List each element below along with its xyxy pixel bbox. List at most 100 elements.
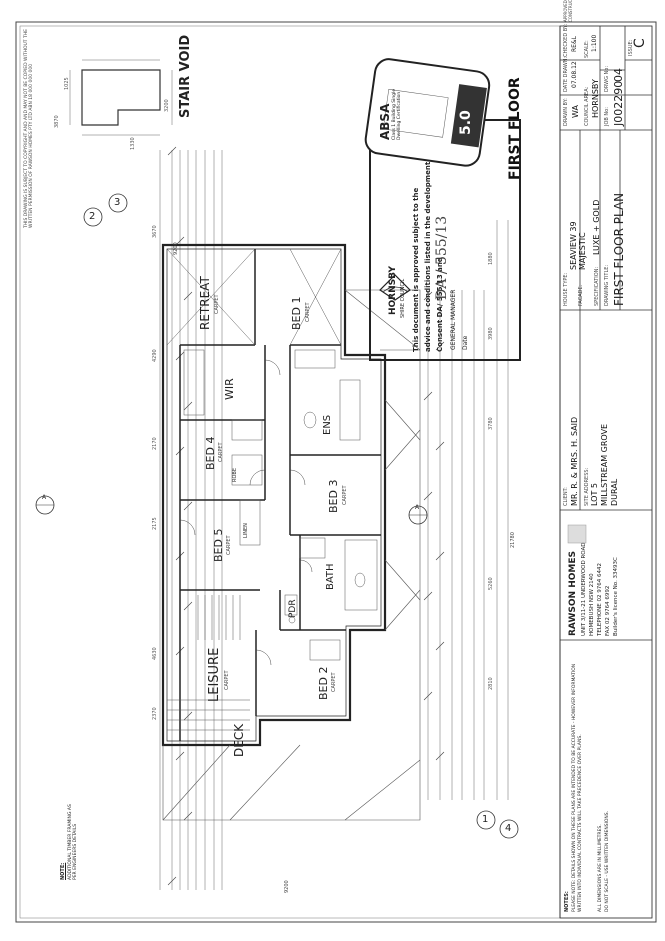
council-name: HORNSBY <box>388 265 398 315</box>
note-left-heading: NOTE: <box>60 862 66 880</box>
stamp-planner: GENERAL MANAGER <box>450 289 457 350</box>
room-robe: ROBE <box>232 468 238 482</box>
room-ens: ENS <box>322 414 333 435</box>
client-value: MR. R. & MRS. H. SAID <box>570 416 579 506</box>
room-linen: LINEN <box>243 523 249 538</box>
dimension-lines <box>159 146 509 890</box>
site-lot: LOT 5 <box>590 483 599 506</box>
absa-cert: Class 1 Building Single Dwelling Certifi… <box>392 88 402 140</box>
drawn-by-value: WA <box>571 105 580 118</box>
note-left-text: ADDITIONAL TIMBER FRAMING AS PER ENGINEE… <box>68 804 78 880</box>
drawing-number-value: 04 <box>612 68 625 82</box>
dim-value: 4290 <box>152 349 158 362</box>
stair-void-dim: 1330 <box>130 137 136 150</box>
section-marker-a <box>35 495 428 525</box>
date-drawn-label: DATE DRAWN: <box>563 56 569 92</box>
plan-title: FIRST FLOOR <box>507 77 523 180</box>
issue-value: C <box>632 38 648 48</box>
dim-side-total: 21780 <box>510 532 516 548</box>
company-address-2: HOMEBUSH NSW 2140 <box>589 573 595 636</box>
room-bed3: BED 3 <box>327 479 340 513</box>
council-stamp-box <box>364 58 521 361</box>
room-leisure: LEISURE <box>207 647 222 702</box>
council-area-value: HORNSBY <box>591 79 600 118</box>
checked-by-label: CHECKED BY: <box>563 23 569 57</box>
stair-void-title: STAIR VOID <box>178 34 193 118</box>
section-number-4: 4 <box>505 823 512 834</box>
drawn-by-label: DRAWN BY: <box>563 98 569 126</box>
room-bed2-floor: CARPET <box>331 672 337 692</box>
dim-value: 4630 <box>152 647 158 660</box>
council-sub: SHIRE COUNCIL <box>400 278 406 318</box>
absa-star: 5.0 <box>458 110 474 135</box>
room-bed1-floor: CARPET <box>305 302 311 322</box>
room-bed4: BED 4 <box>204 436 217 470</box>
site-suburb: DURAL <box>610 478 619 506</box>
dim-value: 5260 <box>488 577 494 590</box>
dim-value: 3670 <box>152 225 158 238</box>
facade-value: MAJESTIC <box>578 232 587 270</box>
dim-value: 2170 <box>152 437 158 450</box>
dim-value: 3980 <box>488 327 494 340</box>
section-markers <box>83 193 519 839</box>
spec-label: SPECIFICATION: <box>594 266 600 306</box>
date-drawn-value: 07.08.12 <box>571 61 578 88</box>
room-bed5: BED 5 <box>212 528 225 562</box>
company-address-1: UNIT 3/11-21 UNDERWOOD ROAD <box>581 542 587 636</box>
client-label: CLIENT: <box>563 487 569 506</box>
copyright-note: THIS DRAWING IS SUBJECT TO COPYRIGHT AND… <box>24 29 34 228</box>
facade-label: FACADE: <box>578 284 584 306</box>
room-bed3-floor: CARPET <box>342 485 348 505</box>
company-fax: FAX 02 9764 6992 <box>605 585 611 636</box>
dim-value: 2175 <box>152 517 158 530</box>
room-bed5-floor: CARPET <box>226 535 232 555</box>
council-area-label: COUNCIL AREA: <box>584 86 590 126</box>
company-licence: Builder's licence No. 33493C <box>613 557 619 636</box>
notes-heading: NOTES: <box>564 891 570 912</box>
stamp-date: Date <box>462 335 469 350</box>
stair-void-dim: 3870 <box>54 115 60 128</box>
dim-total-top: 9200 <box>173 242 179 255</box>
spec-value: LUXE + GOLD <box>592 199 601 255</box>
notes-bullet-1: ALL DIMENSIONS ARE IN MILLIMETRES. <box>598 824 603 912</box>
drawing-title-value: FIRST FLOOR PLAN <box>612 192 626 306</box>
notes-bullet-2: DO NOT SCALE - USE WRITTEN DIMENSIONS. <box>605 810 610 912</box>
room-wir: WIR <box>223 378 236 400</box>
site-street: MILLSTREAM GROVE <box>600 423 609 506</box>
scale-label: SCALE: <box>584 40 590 58</box>
checked-by-value: RE&L <box>571 36 578 52</box>
scale-value: 1:100 <box>591 34 598 52</box>
stair-void-diagram <box>69 59 173 136</box>
company-phone: TELEPHONE 02 9764 6442 <box>597 563 603 636</box>
section-number-2: 2 <box>89 211 96 222</box>
section-mark-a: A <box>415 504 420 511</box>
drawing-number-label: DRWG No: <box>604 65 610 92</box>
stamp-line1: This document is approved subject to the <box>412 187 420 352</box>
room-bed2: BED 2 <box>317 666 330 700</box>
stamp-handwritten: DA / 555/13 <box>434 215 450 300</box>
stair-void-dim: 3200 <box>164 99 170 112</box>
dim-value: 1880 <box>488 252 494 265</box>
room-bed4-floor: CARPET <box>218 442 224 462</box>
section-number-3: 3 <box>114 197 121 208</box>
job-number-value: J002290 <box>612 80 625 126</box>
room-bath: BATH <box>325 563 336 590</box>
section-number-1: 1 <box>482 814 489 825</box>
dim-value: 2370 <box>152 707 158 720</box>
house-type-value: SEAVIEW 39 <box>569 221 578 270</box>
notes-body: PLEASE NOTE: DETAILS SHOWN ON THESE PLAN… <box>572 663 583 912</box>
dim-value: 2810 <box>488 677 494 690</box>
room-leisure-floor: CARPET <box>224 670 230 690</box>
room-retreat: RETREAT <box>198 276 212 330</box>
stair-void-dim: 1025 <box>64 77 70 90</box>
absa-title: ABSA <box>378 103 392 140</box>
approved-label: APPROVED FOR CONSTRUCTION: <box>563 0 573 22</box>
section-mark-a: A <box>42 494 47 501</box>
house-type-label: HOUSE TYPE: <box>563 272 569 306</box>
floor-plan <box>161 243 421 821</box>
room-retreat-floor: CARPET <box>214 294 220 314</box>
company-name: RAWSON HOMES <box>568 551 578 636</box>
room-pdr: PDR <box>288 599 298 618</box>
